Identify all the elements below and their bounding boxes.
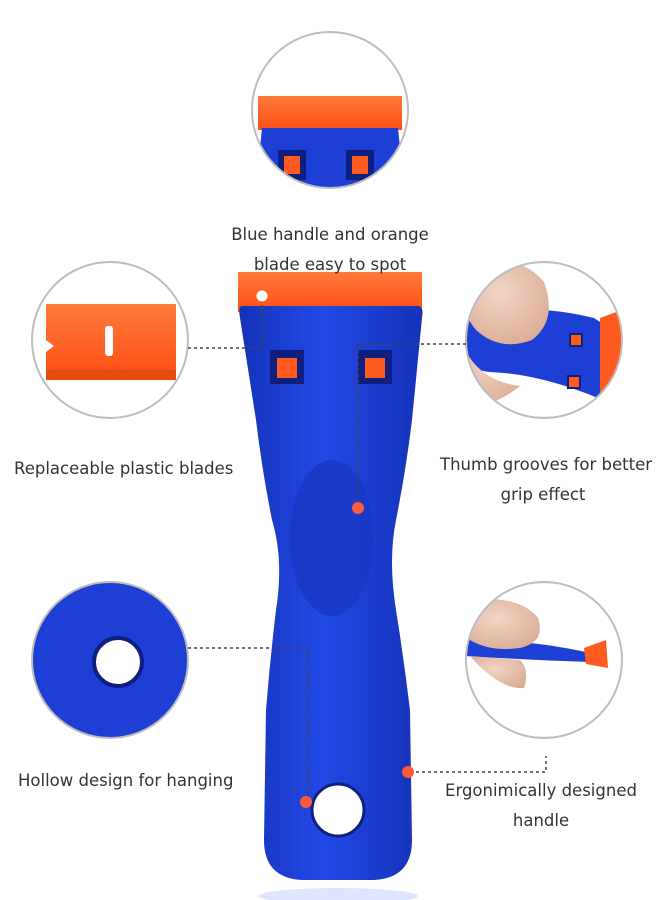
- callout-ergonomic-line1: Ergonimically designed: [445, 781, 637, 800]
- callout-ergonomic-handle: Ergonimically designed handle: [444, 776, 638, 836]
- callout-dot-handle: [402, 766, 414, 778]
- scraper-blade: [238, 272, 422, 312]
- callout-dots: [256, 290, 414, 808]
- blade-tip-closeup-icon: [256, 96, 404, 188]
- callout-dot-thumb: [352, 502, 364, 514]
- scraper-tool: [238, 272, 423, 900]
- callout-hollow-design: Hollow design for hanging: [18, 771, 234, 790]
- detail-top-blade-closeup: [251, 31, 409, 189]
- hanging-hole-closeup-icon: [32, 582, 188, 738]
- callout-thumb-line1: Thumb grooves for better: [440, 455, 653, 474]
- callout-top-line2: blade easy to spot: [253, 255, 407, 274]
- callout-top-line1: Blue handle and orange: [231, 225, 429, 244]
- callout-top: Blue handle and orange blade easy to spo…: [200, 220, 460, 280]
- detail-hand-holding: [465, 581, 623, 739]
- replacement-blade-icon: [46, 304, 176, 380]
- callout-replaceable-blades: Replaceable plastic blades: [14, 459, 234, 478]
- callout-thumb-line2: grip effect: [500, 485, 586, 504]
- detail-thumb-grip: [465, 261, 623, 419]
- callout-dot-hole: [300, 796, 312, 808]
- detail-hanging-hole: [31, 581, 189, 739]
- hanging-hole: [310, 782, 366, 838]
- callout-thumb-grooves: Thumb grooves for better grip effect: [440, 450, 653, 510]
- callout-ergonomic-line2: handle: [512, 811, 570, 830]
- detail-replaceable-blade: [31, 261, 189, 419]
- leader-lines: [188, 298, 547, 802]
- thumb-groove: [290, 460, 374, 616]
